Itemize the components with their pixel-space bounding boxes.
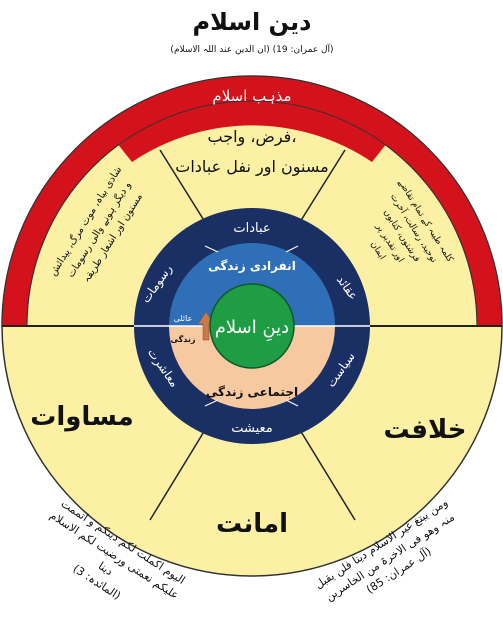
top-segment-line2: مسنون اور نفل عبادات (175, 157, 328, 177)
segment-khilafat: خلافت (383, 415, 466, 445)
spoke-lower-right (299, 429, 356, 521)
label-family: عائلی (174, 314, 193, 323)
navy-spoke-ll (204, 399, 219, 407)
top-segment-line1: فرض، واجب، (207, 127, 296, 147)
page-subtitle: (ان الدین عند اللہ الاسلام) (آل عمران: 1… (170, 43, 333, 55)
segment-musawat: مساوات (30, 402, 134, 432)
label-social-life: اجتماعی زندگی (206, 385, 298, 399)
navy-spoke-ur (285, 245, 299, 253)
spoke-upper-left (159, 149, 206, 223)
outer-ring-label: مذہب اسلام (212, 87, 291, 105)
navy-spoke-ul (204, 245, 219, 253)
label-personal-life: انفرادی زندگی (208, 259, 296, 273)
upper-cream-edge (26, 100, 478, 327)
page-title: دین اسلام (193, 8, 312, 36)
segment-amanat: امانت (216, 509, 288, 539)
spoke-lower-left (149, 429, 206, 521)
navy-spoke-lr (285, 399, 299, 407)
ring-maishat: معیشت (231, 421, 273, 436)
center-label: دینِ اسلام (215, 317, 289, 341)
ring-ibadat: عبادات (233, 221, 270, 236)
spoke-upper-right (299, 149, 346, 223)
center-circle (209, 283, 295, 369)
label-family-life: زندگی (171, 334, 196, 344)
